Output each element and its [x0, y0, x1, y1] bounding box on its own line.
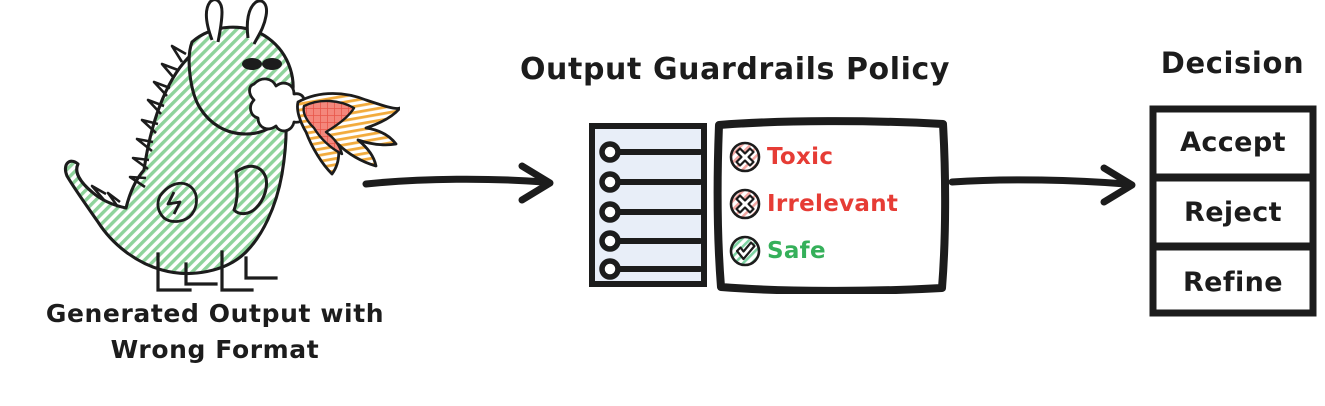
- check-label-toxic: Toxic: [767, 143, 834, 170]
- check-row-toxic[interactable]: Toxic: [728, 136, 938, 178]
- check-circle-icon: [728, 234, 762, 268]
- caption-line-1: Generated Output with: [45, 299, 385, 328]
- check-row-irrelevant[interactable]: Irrelevant: [728, 183, 938, 225]
- decision-option-label: Refine: [1182, 266, 1284, 298]
- generated-output-caption: Generated Output with Wrong Format: [0, 296, 430, 367]
- decision-options-stack: Accept Reject Refine: [1149, 105, 1317, 317]
- decision-option-label: Accept: [1180, 126, 1286, 158]
- check-label-irrelevant: Irrelevant: [767, 190, 899, 217]
- arrow-policy-to-decision-icon: [948, 164, 1136, 206]
- arrow-output-to-policy-icon: [362, 162, 554, 204]
- x-circle-icon: [728, 187, 762, 221]
- decision-option-accept[interactable]: Accept: [1149, 107, 1317, 177]
- check-label-safe: Safe: [767, 237, 826, 264]
- policy-document-icon: [588, 122, 708, 288]
- bulleted-list-document-icon: [589, 123, 707, 287]
- x-circle-icon: [728, 140, 762, 174]
- decision-option-label: Reject: [1184, 196, 1282, 228]
- guardrail-check-list: Toxic Irrelevant: [728, 132, 938, 278]
- decision-stack-border: [1149, 105, 1317, 317]
- decision-option-refine[interactable]: Refine: [1149, 247, 1317, 317]
- policy-title: Output Guardrails Policy: [519, 52, 951, 87]
- guardrail-checklist-card: Toxic Irrelevant: [712, 116, 950, 294]
- dragon-icon: [63, 0, 400, 292]
- checklist-card-border: [713, 117, 950, 294]
- caption-line-2: Wrong Format: [110, 334, 320, 364]
- decision-title: Decision: [1160, 46, 1305, 80]
- decision-option-reject[interactable]: Reject: [1149, 177, 1317, 247]
- check-row-safe[interactable]: Safe: [728, 230, 938, 272]
- generated-output-illustration: [40, 0, 400, 296]
